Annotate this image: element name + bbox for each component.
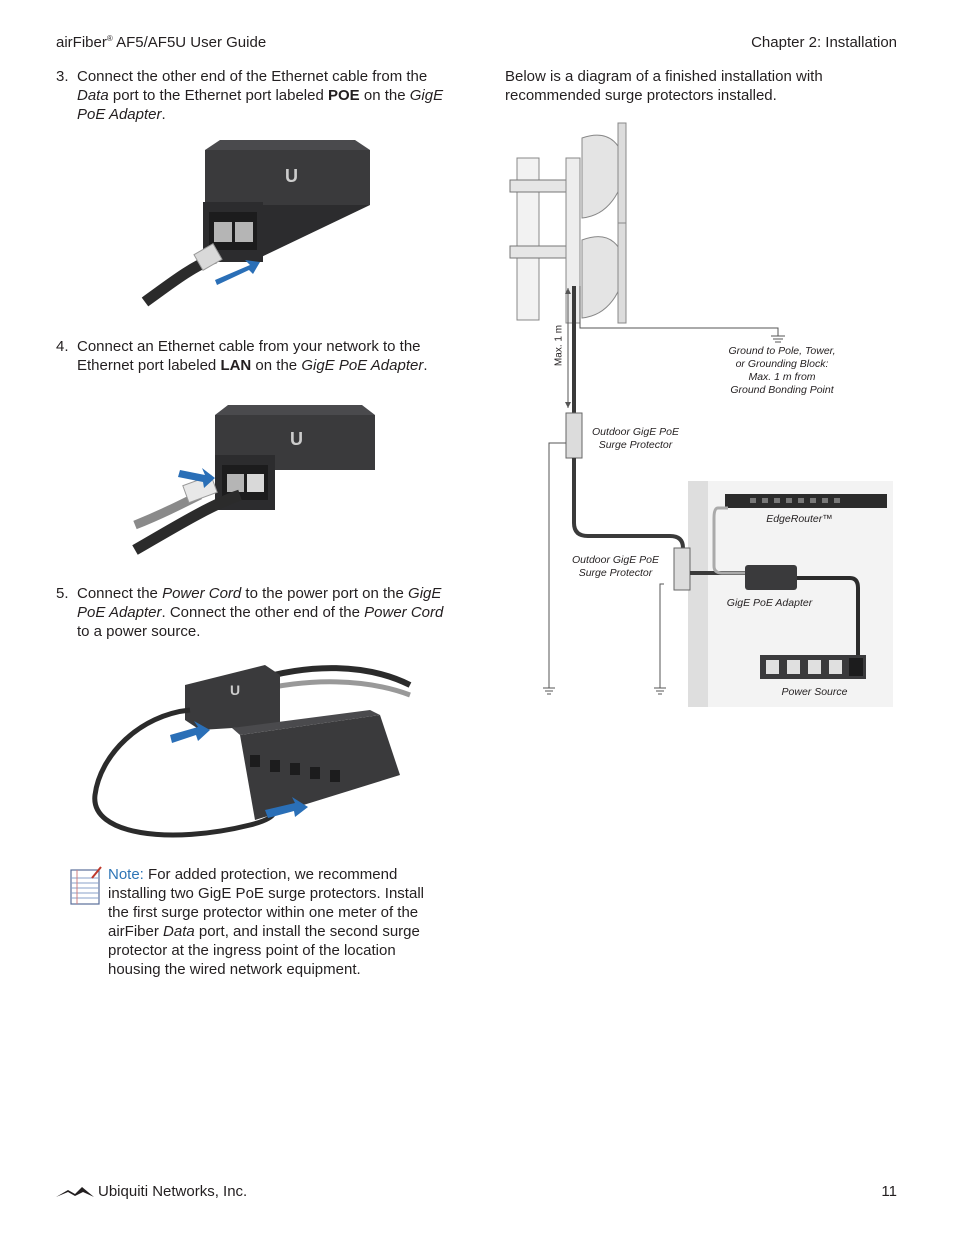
surge-protector-1-label: Outdoor GigE PoE Surge Protector [592,426,679,451]
svg-text:U: U [285,166,298,186]
poe-adapter-label: GigE PoE Adapter [726,597,813,609]
step-5: 5. Connect the Power Cord to the power p… [56,585,444,640]
edgerouter-label: EdgeRouter™ [766,513,833,525]
surge-protector-2-label: Outdoor GigE PoE Surge Protector [572,554,659,579]
svg-text:U: U [290,429,303,449]
guide-title: airFiber® AF5/AF5U User Guide [56,34,267,51]
lan-port-illustration: U [132,405,375,555]
note: Note: For added protection, we recommend… [108,866,424,978]
diagram-intro: Below is a diagram of a finished install… [505,68,823,104]
svg-text:U: U [230,682,240,698]
ground-label: Ground to Pole, Tower, or Grounding Bloc… [728,345,836,396]
installation-diagram [509,122,893,707]
chapter-title: Chapter 2: Installation [751,34,897,51]
ubiquiti-logo-icon [56,1187,94,1197]
poe-port-illustration: U [141,140,370,307]
step-4: 4. Connect an Ethernet cable from your n… [56,338,428,374]
step-3: 3. Connect the other end of the Ethernet… [56,68,444,123]
max-distance-label: Max. 1 m [553,324,565,367]
notepad-icon [70,866,102,905]
company-name: Ubiquiti Networks, Inc. [98,1183,248,1200]
page-number: 11 [881,1183,897,1200]
power-cord-illustration: U [92,665,412,838]
power-source-label: Power Source [781,686,848,698]
